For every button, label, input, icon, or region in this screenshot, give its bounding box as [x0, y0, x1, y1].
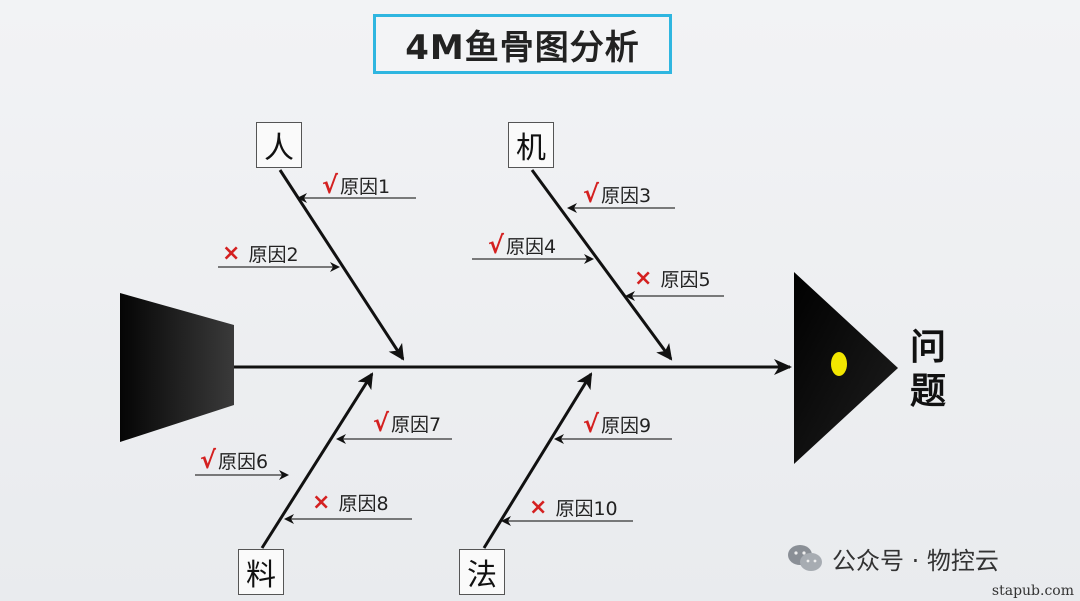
cause-6: √ 原因6: [200, 446, 269, 474]
watermark-text: 公众号 · 物控云: [832, 546, 999, 575]
wechat-icon: [788, 545, 822, 571]
cross-mark-icon: ×: [634, 265, 653, 291]
check-mark-icon: √: [322, 171, 339, 199]
cause-label: 原因7: [391, 413, 442, 436]
cause-4: √ 原因4: [488, 231, 557, 259]
cross-mark-icon: ×: [312, 489, 331, 515]
bone-method: [482, 372, 593, 549]
site-label: stapub.com: [991, 583, 1074, 599]
fish-tail-shape: [120, 293, 234, 442]
cause-label: 原因4: [506, 235, 557, 258]
problem-label: 问题: [909, 327, 946, 412]
cause-label: 原因2: [248, 243, 299, 266]
check-mark-icon: √: [373, 409, 390, 437]
cause-label: 原因5: [660, 268, 711, 291]
bone-machine: [530, 169, 673, 361]
category-material: 料: [238, 549, 284, 595]
cause-3: √ 原因3: [583, 180, 652, 208]
check-mark-icon: √: [488, 231, 505, 259]
cause-label: 原因10: [555, 497, 618, 520]
cause-8: × 原因8: [312, 489, 389, 515]
cause-10: × 原因10: [529, 494, 618, 520]
cause-5: × 原因5: [634, 265, 711, 291]
watermark: 公众号 · 物控云: [786, 538, 999, 578]
cross-mark-icon: ×: [529, 494, 548, 520]
cause-7: √ 原因7: [373, 409, 442, 437]
cause-label: 原因3: [601, 184, 652, 207]
cause-2: × 原因2: [222, 240, 299, 266]
category-method: 法: [459, 549, 505, 595]
check-mark-icon: √: [583, 410, 600, 438]
check-mark-icon: √: [583, 180, 600, 208]
cause-label: 原因8: [338, 492, 389, 515]
bone-material: [260, 372, 374, 549]
category-machine: 机: [508, 122, 554, 168]
check-mark-icon: √: [200, 446, 217, 474]
cause-label: 原因6: [218, 450, 269, 473]
category-person: 人: [256, 122, 302, 168]
diagram-title: 4M鱼骨图分析: [373, 14, 672, 74]
cause-1: √ 原因1: [322, 171, 391, 199]
cross-mark-icon: ×: [222, 240, 241, 266]
cause-label: 原因1: [340, 175, 391, 198]
cause-label: 原因9: [601, 414, 652, 437]
cause-9: √ 原因9: [583, 410, 652, 438]
fish-eye: [831, 352, 847, 376]
